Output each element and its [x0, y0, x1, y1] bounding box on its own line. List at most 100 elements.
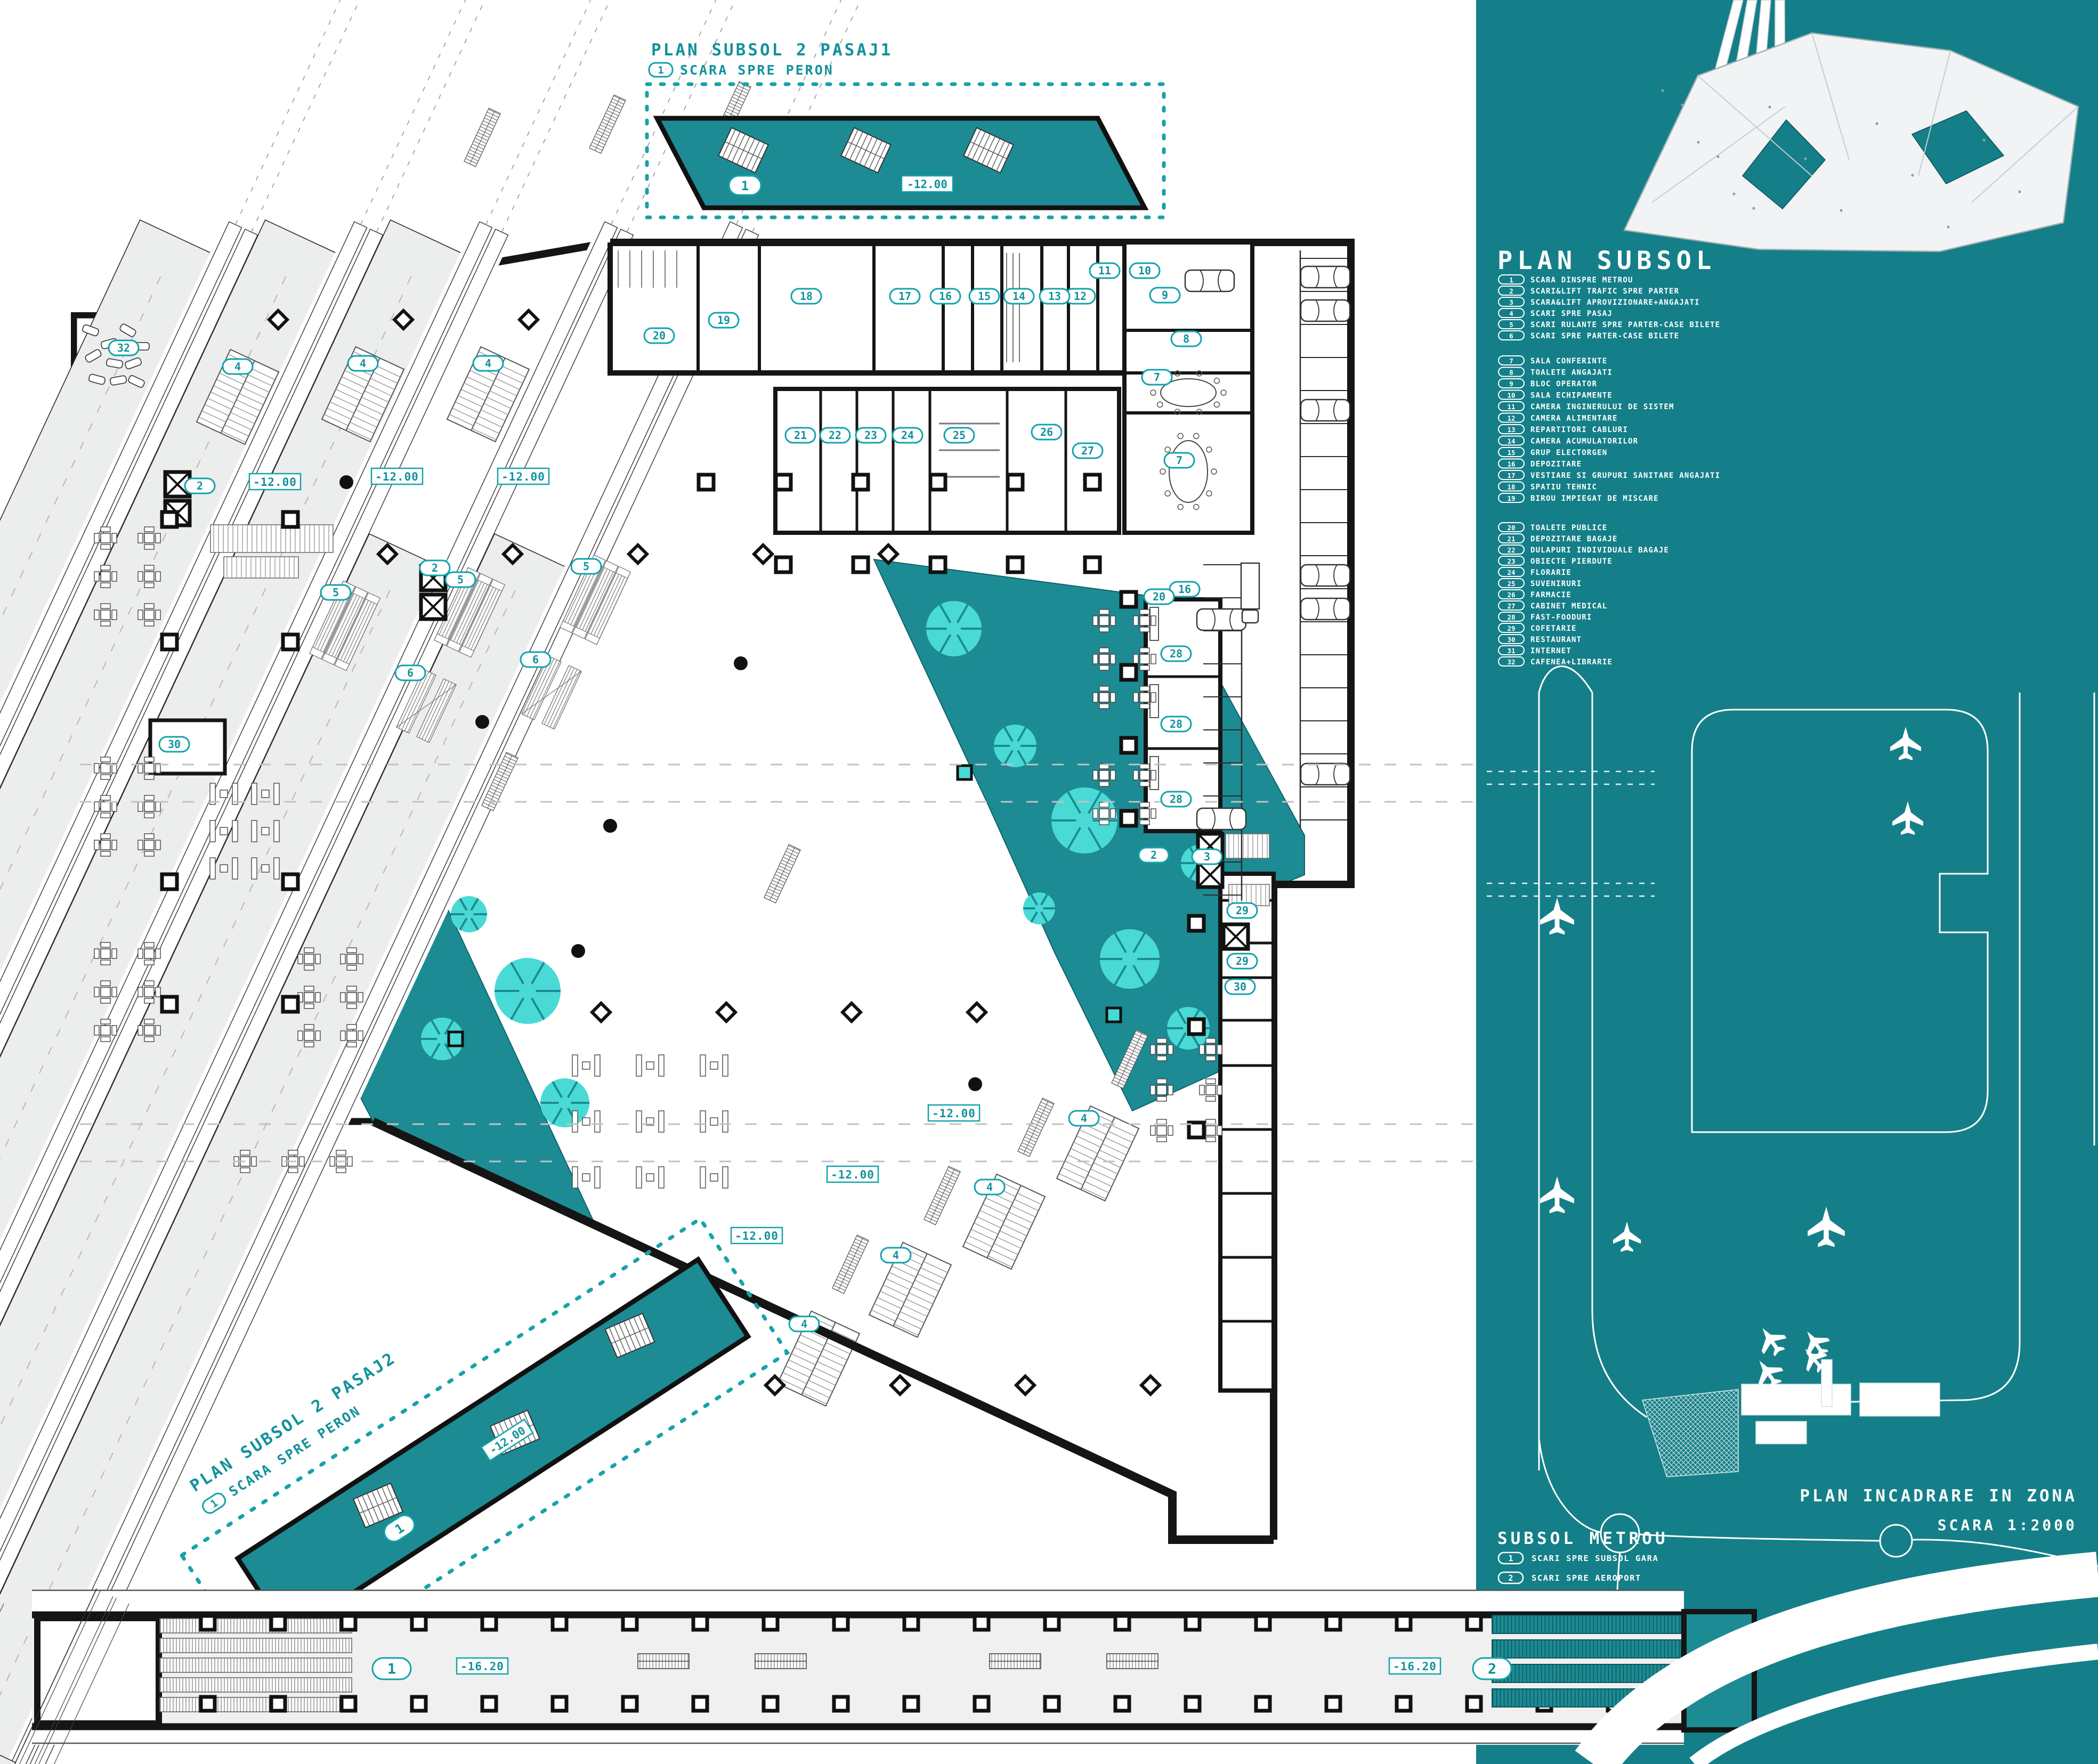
- legend-num: 6: [1509, 332, 1513, 340]
- airplane-icon: [1540, 898, 1574, 935]
- bench-icon: [273, 857, 280, 880]
- pill-box: [347, 355, 379, 372]
- pill-box: [1160, 716, 1192, 733]
- tree-slit: [1040, 911, 1048, 923]
- pill-number: 6: [532, 653, 539, 666]
- bench-icon: [700, 1166, 706, 1189]
- chair-icon: [144, 1036, 155, 1042]
- line: [370, 378, 395, 390]
- legend-num: 5: [1509, 321, 1513, 329]
- garden-3d: [1741, 119, 1826, 210]
- room-number-pill: 2: [1472, 1657, 1512, 1680]
- chair-icon: [358, 1030, 363, 1041]
- tree-slit: [1088, 827, 1102, 850]
- legend-num-pill: [1498, 458, 1525, 469]
- chair-icon: [1205, 1055, 1216, 1061]
- bench-icon: [594, 1054, 601, 1077]
- chair-icon: [340, 954, 346, 964]
- legend-num-pill: [1498, 522, 1525, 532]
- bench-icon: [589, 94, 626, 154]
- bench-icon: [572, 1110, 578, 1133]
- chair-icon: [100, 851, 111, 857]
- chair-icon: [1206, 490, 1212, 497]
- furniture: [82, 323, 1270, 1189]
- column-icon: [1119, 663, 1138, 682]
- room-number-pill: 4: [472, 355, 504, 372]
- pill-number: 24: [901, 429, 914, 442]
- chair-icon: [1205, 1096, 1216, 1102]
- chair-icon: [1139, 802, 1150, 808]
- chair-icon: [1110, 808, 1116, 819]
- tracks-over-tunnel: [0, 1552, 129, 1764]
- airplane-icon: [1808, 1207, 1845, 1247]
- line: [201, 410, 226, 422]
- chair-icon: [1151, 654, 1156, 664]
- conference-table: [1160, 378, 1217, 407]
- column-icon: [1006, 473, 1025, 492]
- chair-icon: [1110, 692, 1116, 703]
- pill-number: 10: [1138, 264, 1151, 277]
- legend-num: 26: [1507, 591, 1515, 599]
- pill-number: 7: [1176, 454, 1182, 467]
- legend-label: SUVENIRURI: [1530, 580, 1582, 588]
- path: [1200, 270, 1204, 292]
- line: [1108, 1131, 1133, 1143]
- pasaj1-item-pill: [648, 62, 674, 78]
- line: [970, 141, 1007, 159]
- column-diamond-icon: [501, 542, 524, 566]
- chair-icon: [1139, 819, 1150, 825]
- building-lower-walls: [371, 1117, 1274, 1544]
- tree-slit: [1177, 1009, 1187, 1025]
- column-diamond-icon: [715, 1001, 738, 1024]
- table-icon: [94, 603, 117, 627]
- tree-icon: [994, 725, 1036, 767]
- legend-label: OBIECTE PIERDUTE: [1530, 557, 1613, 566]
- line: [877, 1297, 902, 1309]
- pill-box: [520, 651, 552, 668]
- line: [329, 401, 354, 413]
- line: [1105, 1137, 1130, 1149]
- bench-icon: [251, 820, 257, 842]
- pill-number: 15: [978, 290, 991, 303]
- line: [487, 754, 513, 809]
- tree-slit: [431, 1020, 441, 1035]
- pill-box: [929, 288, 961, 305]
- column-icon: [774, 473, 793, 492]
- column-diamond-icon: [392, 308, 415, 331]
- pill-box: [968, 288, 1000, 305]
- table-icon: [1150, 1078, 1173, 1102]
- column-diamond-icon: [1139, 1373, 1162, 1397]
- table-top: [144, 609, 155, 620]
- table-top: [261, 864, 270, 873]
- line: [355, 409, 380, 421]
- tree-trunk-dot: [603, 819, 617, 833]
- tree-icon: [421, 1018, 464, 1060]
- room-number-pill: 5: [444, 571, 476, 588]
- chair-icon: [155, 948, 161, 959]
- chair-icon: [111, 1025, 117, 1036]
- table-top: [100, 1025, 111, 1036]
- rect: [615, 566, 631, 579]
- pill-box: [819, 427, 851, 444]
- pill-number: 4: [986, 1181, 993, 1193]
- bench-table-icon: [700, 1054, 728, 1077]
- chair-icon: [1160, 468, 1166, 475]
- line: [1087, 1175, 1112, 1187]
- line: [888, 1272, 913, 1284]
- line: [814, 1367, 839, 1379]
- room-number-pill: 7: [1141, 369, 1173, 386]
- pill-box: [1160, 645, 1192, 662]
- column-diamond-icon: [840, 1001, 863, 1024]
- line: [920, 1267, 945, 1279]
- line: [1064, 1160, 1089, 1173]
- line: [1111, 1124, 1136, 1137]
- line: [769, 847, 795, 901]
- column-icon: [480, 1695, 498, 1713]
- line: [1076, 1135, 1101, 1148]
- pill-box: [419, 559, 451, 576]
